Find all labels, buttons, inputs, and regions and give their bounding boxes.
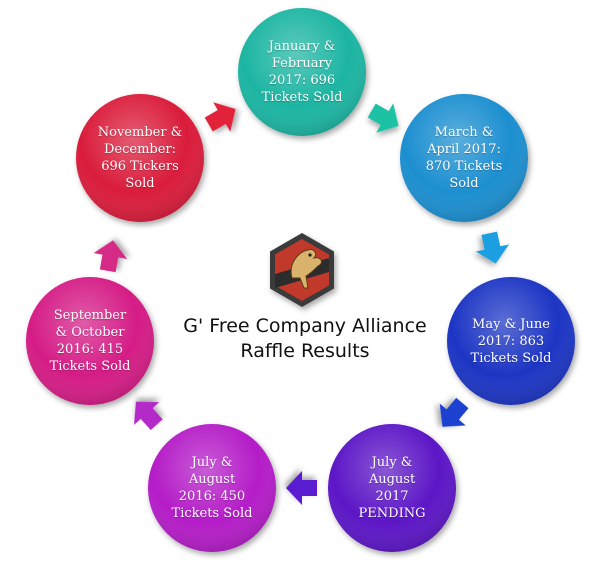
- circle-label-jul-aug-2016: July & August 2016: 450 Tickets Sold: [171, 455, 253, 521]
- arrows-layer: [93, 102, 510, 505]
- circle-sep-oct-2016: [26, 277, 154, 405]
- circle-mar-apr-2017: [400, 94, 528, 222]
- flow-arrow-icon: [439, 397, 469, 427]
- circle-jan-feb-2017: [238, 8, 366, 136]
- flow-arrow-icon: [286, 471, 317, 505]
- circle-label-jan-feb-2017: January & February 2017: 696 Tickets Sol…: [261, 39, 343, 105]
- circles-layer: [26, 8, 575, 552]
- circle-may-jun-2017: [447, 277, 575, 405]
- title-line-1: G' Free Company Alliance: [183, 315, 427, 337]
- circle-label-nov-dec: November & December: 696 Tickers Sold: [97, 125, 183, 191]
- circle-label-mar-apr-2017: March & April 2017: 870 Tickets Sold: [425, 125, 503, 191]
- circle-jul-aug-2017: [328, 424, 456, 552]
- flow-arrow-icon: [93, 240, 128, 273]
- flow-arrow-icon: [134, 401, 163, 431]
- flow-arrow-icon: [367, 103, 399, 133]
- circle-jul-aug-2016: [148, 424, 276, 552]
- circle-label-may-jun-2017: May & June 2017: 863 Tickets Sold: [470, 316, 552, 366]
- flow-arrow-icon: [204, 102, 236, 132]
- chocobo-emblem-icon: [270, 233, 334, 307]
- page-title: G' Free Company Alliance Raffle Results: [160, 314, 450, 364]
- circle-nov-dec: [76, 94, 204, 222]
- circle-label-sep-oct-2016: September & October 2016: 415 Tickets So…: [49, 308, 131, 374]
- title-line-2: Raffle Results: [240, 340, 370, 362]
- flow-arrow-icon: [475, 231, 510, 264]
- circle-label-jul-aug-2017: July & August 2017 PENDING: [358, 455, 426, 521]
